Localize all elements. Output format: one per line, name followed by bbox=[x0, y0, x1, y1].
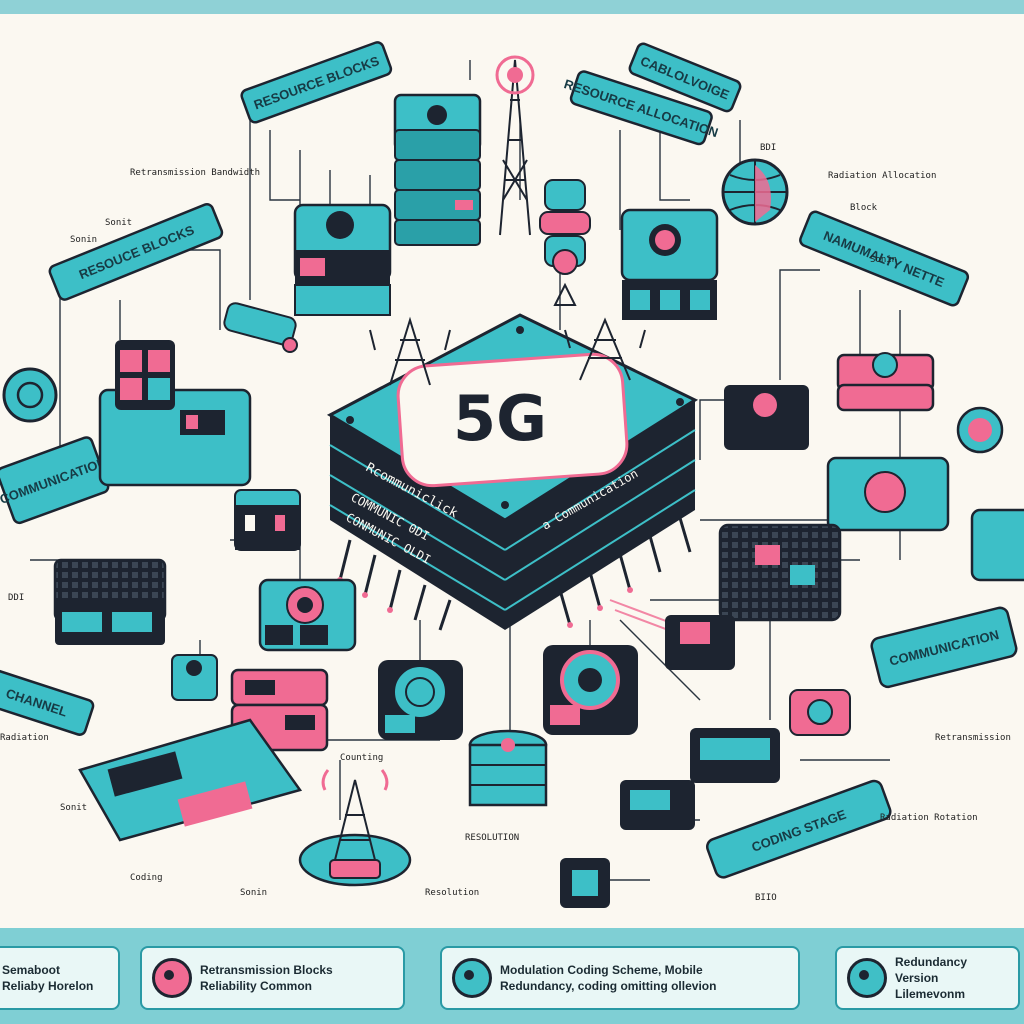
legend-item-2: Retransmission Blocks Reliability Common bbox=[140, 946, 405, 1010]
legend-item-3: Modulation Coding Scheme, Mobile Redunda… bbox=[440, 946, 800, 1010]
annotation-label: Sonin bbox=[240, 888, 267, 898]
legend-line-2: Redundancy, coding omitting ollevion bbox=[500, 979, 717, 993]
top-border bbox=[0, 0, 1024, 14]
legend-line-1: Redundancy Version bbox=[895, 954, 968, 985]
diagram-canvas: RESOURCE BLOCKS RESOURCE ALLOCATION CABL… bbox=[0, 41, 1024, 908]
grid-cube-icon bbox=[718, 523, 842, 622]
annotation-label: Resolution bbox=[425, 888, 479, 898]
pink-dot-icon bbox=[152, 958, 192, 998]
legend-line-2: Reliaby Horelon bbox=[2, 979, 94, 993]
grid-chip-icon bbox=[53, 558, 167, 645]
target-module-icon bbox=[378, 660, 463, 740]
banner-coding-stage: CODING STAGE bbox=[706, 779, 892, 879]
legend-line-2: Lilemevonm bbox=[895, 987, 966, 1002]
annotation-label: Radiation Rotation bbox=[880, 813, 978, 823]
right-edge-banner-icon bbox=[970, 508, 1024, 582]
globe-icon bbox=[721, 158, 789, 226]
dark-cube-icon bbox=[724, 385, 809, 450]
banner-channel: CHANNEL bbox=[0, 668, 95, 736]
target-dot-icon bbox=[847, 958, 887, 998]
small-board-icon bbox=[620, 780, 695, 830]
cube-cluster-icon bbox=[98, 340, 252, 487]
component-stack-icon bbox=[539, 179, 591, 306]
banner-resource-blocks: RESOURCE BLOCKS bbox=[240, 41, 393, 124]
round-badge-icon bbox=[789, 689, 851, 736]
board-icon bbox=[690, 728, 780, 783]
disk-stack-icon bbox=[468, 729, 548, 807]
annotation-label: Sonin bbox=[870, 255, 897, 265]
annotation-label: BIIO bbox=[755, 893, 777, 903]
small-cube-icon bbox=[234, 489, 301, 551]
annotation-label: Retransmission bbox=[935, 733, 1011, 743]
annotation-label: Retransmission Bandwidth bbox=[130, 168, 260, 178]
bottom-chip-icon bbox=[560, 858, 610, 908]
annotation-label: Block bbox=[850, 203, 878, 213]
annotation-label: Coding bbox=[130, 873, 163, 883]
annotation-label: Sonit bbox=[60, 803, 87, 813]
small-module-icon bbox=[171, 654, 218, 701]
banner-communication-right: COMMUNICATION bbox=[870, 606, 1018, 689]
center-5g-label: 5G bbox=[453, 382, 547, 455]
pink-dial-module-icon bbox=[826, 456, 950, 532]
flower-icon bbox=[956, 406, 1004, 454]
module-upper-left-icon bbox=[293, 203, 392, 316]
legend-line-1: Retransmission Blocks bbox=[200, 962, 333, 977]
annotation-label: DDI bbox=[8, 593, 24, 603]
banner-resouce-blocks: RESOUCE BLOCKS bbox=[48, 203, 224, 301]
annotation-label: RESOLUTION bbox=[465, 833, 519, 843]
tray-module-icon bbox=[78, 718, 303, 842]
legend-line-1: Semaboot bbox=[2, 962, 61, 977]
module-upper-right-icon bbox=[620, 208, 719, 320]
annotation-label: Sonin bbox=[70, 235, 97, 245]
target-icon bbox=[2, 367, 58, 423]
power-icon bbox=[452, 958, 492, 998]
legend-line-1: Modulation Coding Scheme, Mobile bbox=[500, 962, 703, 977]
tower-icon bbox=[495, 55, 535, 236]
center-5g-chip: 5G Rcommuniclick COMMUNIC 0DI CONMUNIC O… bbox=[326, 313, 699, 631]
annotation-label: Radiation bbox=[0, 733, 49, 743]
legend-line-2: Reliability Common bbox=[200, 979, 313, 993]
annotation-label: Radiation Allocation bbox=[828, 171, 936, 181]
small-connector-icon bbox=[223, 302, 298, 353]
server-stack-icon bbox=[393, 93, 482, 246]
tower-bottom-icon bbox=[298, 769, 412, 887]
lens-module-icon bbox=[543, 645, 638, 735]
pink-slab-stack-icon bbox=[836, 352, 935, 412]
banner-communication-left: COMMUNICATION bbox=[0, 436, 110, 525]
legend-item-4: Redundancy Version Lilemevonm bbox=[835, 946, 1020, 1010]
legend-item-1: Semaboot Reliaby Horelon bbox=[0, 946, 120, 1010]
annotation-label: Counting bbox=[340, 753, 383, 763]
antenna-icon bbox=[369, 316, 646, 386]
pink-chip-icon bbox=[665, 615, 735, 670]
pink-target-cube-icon bbox=[258, 578, 357, 652]
annotation-label: BDI bbox=[760, 143, 776, 153]
annotation-label: Sonit bbox=[105, 218, 132, 228]
